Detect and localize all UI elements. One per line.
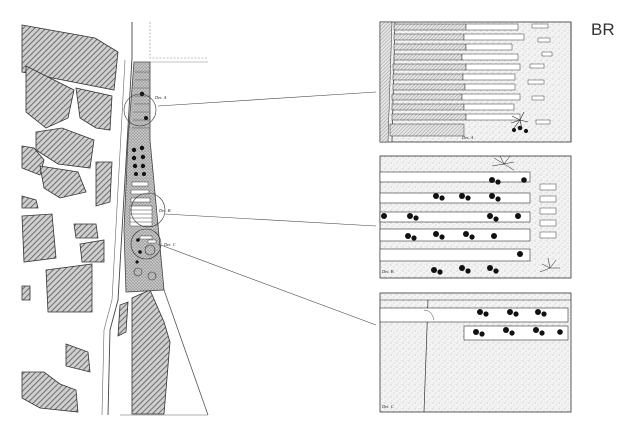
paving-strips bbox=[389, 23, 525, 137]
building bbox=[21, 195, 39, 209]
building bbox=[35, 127, 95, 169]
callout-circle-a bbox=[123, 93, 157, 127]
shrub bbox=[510, 111, 529, 134]
building bbox=[79, 239, 105, 263]
building bbox=[21, 371, 79, 413]
building bbox=[95, 161, 113, 207]
detail-b: Det. B bbox=[379, 155, 572, 279]
detail-c: Det. C bbox=[379, 292, 572, 413]
building bbox=[45, 263, 93, 313]
site-plan: Det. A Det. B Det. C bbox=[21, 22, 209, 416]
benches bbox=[129, 181, 153, 227]
building bbox=[65, 343, 91, 373]
building bbox=[21, 24, 119, 91]
building bbox=[39, 165, 87, 199]
building bbox=[131, 289, 171, 415]
trees-plan bbox=[131, 91, 148, 264]
tree-dots bbox=[381, 177, 527, 275]
building bbox=[75, 87, 113, 131]
building bbox=[25, 65, 75, 129]
detail-b-label: Det. B bbox=[381, 269, 394, 274]
building bbox=[73, 223, 99, 239]
corner-label: BR bbox=[591, 20, 615, 39]
detail-a-label: Det. A bbox=[461, 135, 474, 140]
tree-dots-c bbox=[473, 309, 563, 337]
callout-label-b: Det. B bbox=[158, 208, 171, 213]
detail-a: Det. A bbox=[379, 21, 572, 143]
building bbox=[21, 213, 57, 263]
callout-circle-b bbox=[130, 192, 166, 228]
callout-label-a: Det. A bbox=[154, 95, 167, 100]
callout-label-c: Det. C bbox=[163, 242, 177, 247]
leader-lines bbox=[157, 91, 377, 326]
callout-circle-c bbox=[130, 228, 162, 260]
detail-c-label: Det. C bbox=[381, 404, 395, 409]
building bbox=[21, 285, 31, 301]
building bbox=[117, 301, 129, 337]
